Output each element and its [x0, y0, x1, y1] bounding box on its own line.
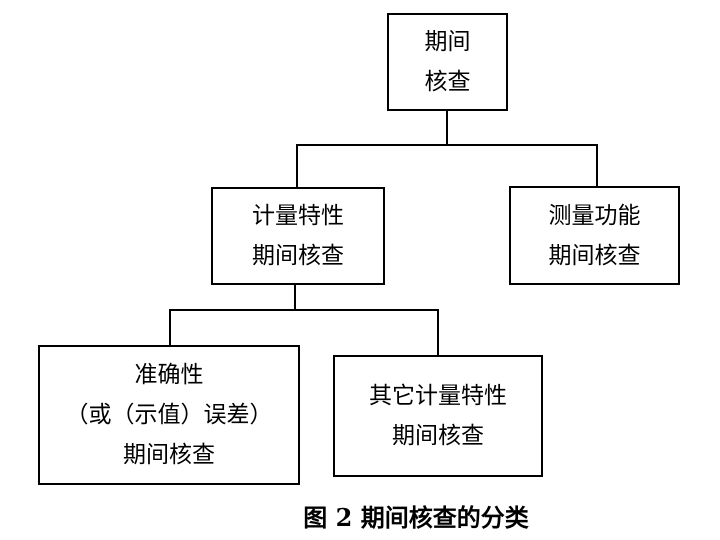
connector-level2-right-drop: [437, 309, 439, 355]
node-text-line: 其它计量特性: [369, 383, 507, 409]
node-text-line: （或（示值）误差）: [65, 402, 273, 428]
connector-level1-horizontal: [296, 144, 598, 146]
node-other-metrological: 其它计量特性 期间核查: [333, 355, 543, 477]
node-text-line: 期间核查: [548, 242, 641, 269]
node-text-line: 测量功能: [548, 202, 641, 229]
node-text-line: 准确性: [134, 362, 204, 388]
connector-level2-horizontal: [169, 309, 439, 311]
figure-caption: 图 2 期间核查的分类: [303, 503, 529, 532]
node-text-line: 期间核查: [123, 442, 215, 468]
node-metrological-characteristics: 计量特性 期间核查: [211, 187, 385, 285]
node-text-line: 核查: [424, 69, 471, 95]
node-measurement-function: 测量功能 期间核查: [509, 186, 680, 285]
connector-root-stem: [446, 111, 448, 146]
connector-level1-right-drop: [596, 144, 598, 186]
connector-level1-left-drop: [296, 144, 298, 187]
node-accuracy-error: 准确性 （或（示值）误差） 期间核查: [38, 345, 300, 485]
node-text-line: 计量特性: [252, 203, 344, 229]
connector-midleft-stem: [294, 285, 296, 311]
node-text-line: 期间: [424, 29, 471, 55]
node-text-line: 期间核查: [252, 243, 344, 269]
node-text-line: 期间核查: [392, 423, 484, 449]
node-periodic-verification: 期间 核查: [387, 13, 508, 111]
connector-level2-left-drop: [169, 309, 171, 345]
